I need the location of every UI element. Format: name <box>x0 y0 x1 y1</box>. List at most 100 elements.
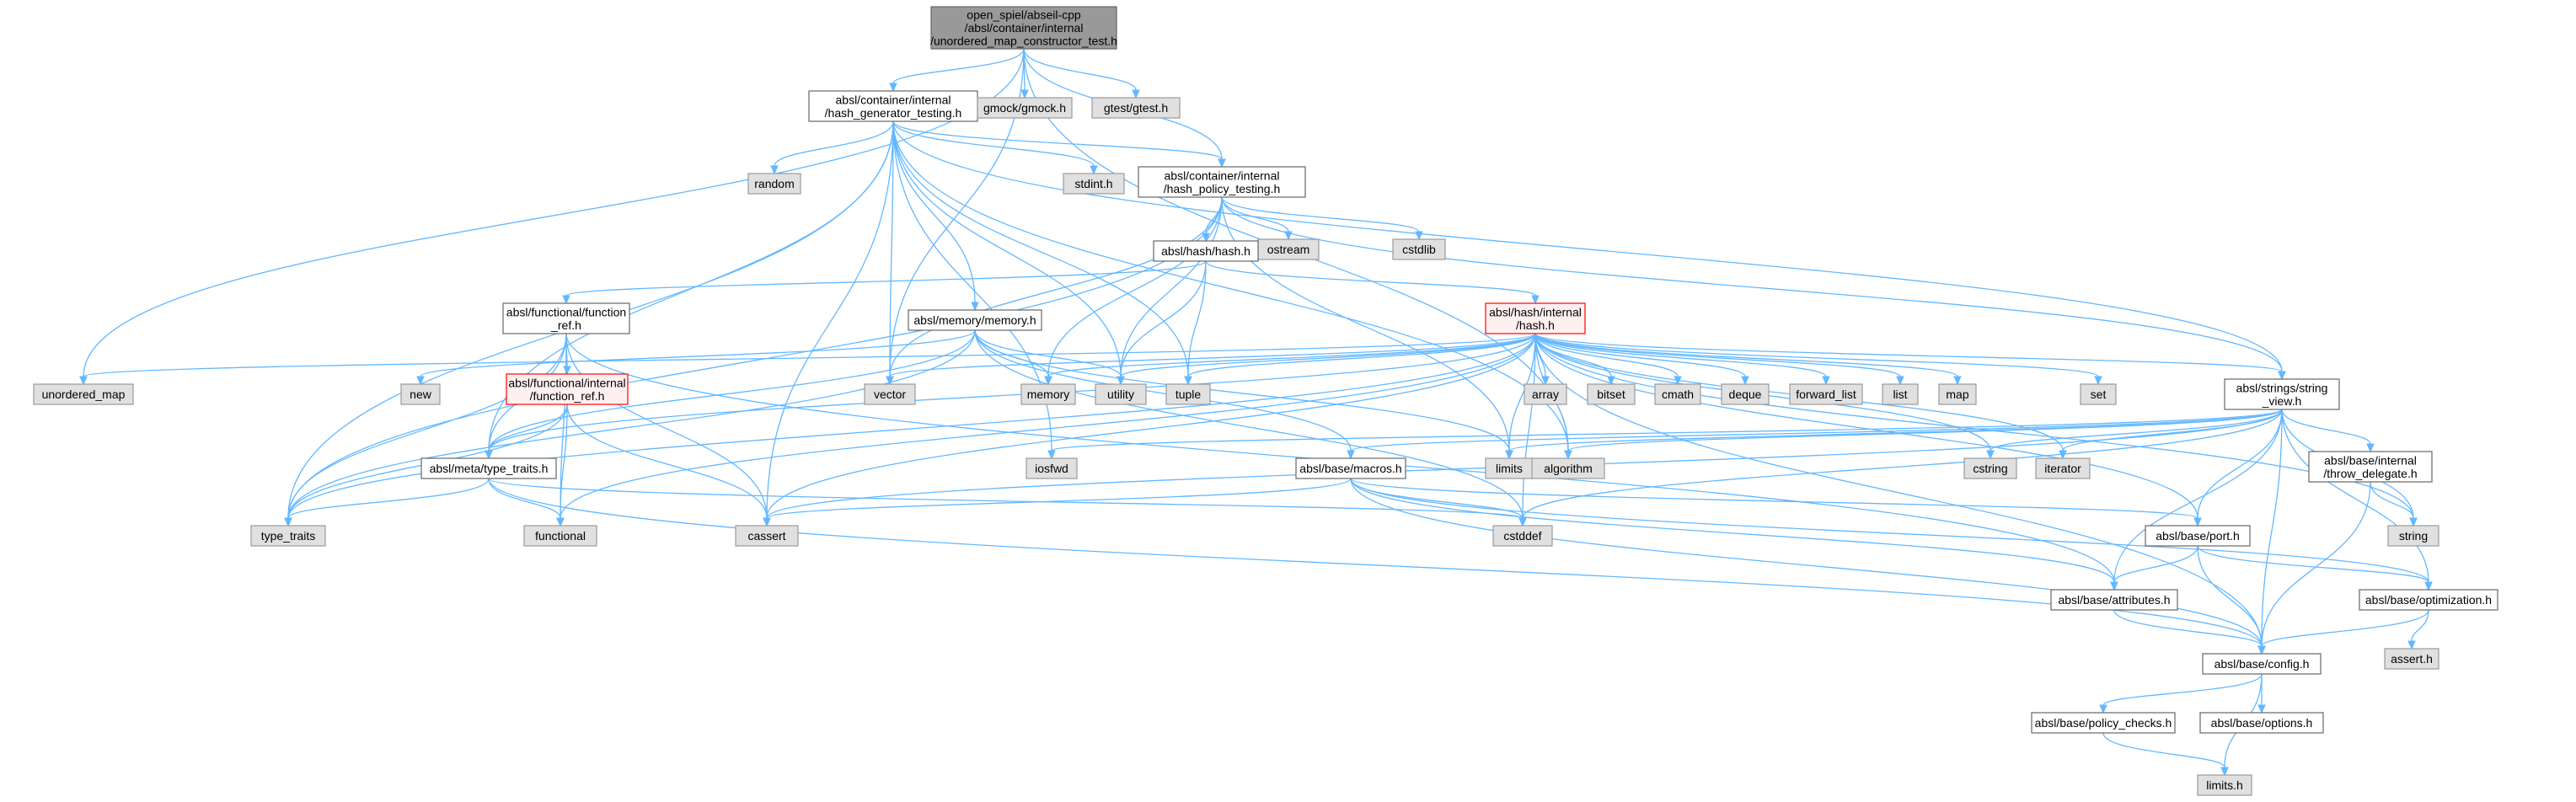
edge-internal_hash-to-functional <box>556 333 1536 527</box>
node-box <box>735 525 799 547</box>
edge-gen-to-type_traits_h <box>485 120 894 460</box>
edge-internal_hash-to-tuple <box>1184 333 1536 386</box>
node-string_view[interactable]: absl/strings/string_view.h <box>2224 378 2340 410</box>
node-box <box>1138 166 1306 198</box>
node-label: random <box>754 177 794 190</box>
node-box <box>1095 383 1147 405</box>
edge-optimization-to-assert_h <box>2407 609 2429 650</box>
node-array: array <box>1524 383 1567 405</box>
edge-string_view-to-throw_delegate <box>2281 409 2375 453</box>
node-attributes[interactable]: absl/base/attributes.h <box>2050 589 2178 611</box>
node-box <box>250 525 326 547</box>
node-box <box>2145 525 2251 547</box>
node-random: random <box>747 173 801 195</box>
node-box <box>1587 383 1636 405</box>
node-policy_checks[interactable]: absl/base/policy_checks.h <box>2031 712 2176 734</box>
edge-string_view-to-algorithm <box>1564 409 2283 460</box>
edge-hash_h-to-fnref <box>562 260 1207 305</box>
edge-policy_checks-to-limits_h <box>2102 732 2229 777</box>
node-label: absl/memory/memory.h <box>913 313 1036 327</box>
node-label: set <box>2091 388 2107 401</box>
node-cmath: cmath <box>1654 383 1701 405</box>
node-macros[interactable]: absl/base/macros.h <box>1295 457 1406 479</box>
node-label: absl/base/port.h <box>2156 529 2240 543</box>
node-throw_delegate[interactable]: absl/base/internal/throw_delegate.h <box>2308 451 2433 483</box>
edge-type_traits_h-to-type_traits <box>284 478 490 527</box>
edge-internal_hash-to-type_traits_h <box>485 333 1536 460</box>
node-box <box>1063 173 1125 195</box>
node-label: _ref.h <box>550 318 581 332</box>
node-config[interactable]: absl/base/config.h <box>2202 653 2322 675</box>
edge-gen-to-string_view <box>892 120 2286 381</box>
node-label: absl/base/options.h <box>2211 716 2313 730</box>
edge-internal_hash-to-utility <box>1117 333 1536 386</box>
node-box <box>2384 648 2439 670</box>
edge-fnref_int-to-cassert <box>566 404 771 527</box>
node-label: absl/base/macros.h <box>1299 462 1401 475</box>
node-label: /throw_delegate.h <box>2323 467 2417 480</box>
edge-policy-to-limits <box>1221 196 1513 460</box>
node-fnref_int[interactable]: absl/functional/internal/function_ref.h <box>506 373 629 405</box>
node-iterator: iterator <box>2035 457 2091 479</box>
node-box <box>977 97 1073 119</box>
edge-gen-to-stdint <box>892 120 1098 175</box>
edge-macros-to-config <box>1350 478 2266 655</box>
node-port[interactable]: absl/base/port.h <box>2145 525 2251 547</box>
node-deque: deque <box>1721 383 1770 405</box>
node-unordered_map: unordered_map <box>33 383 134 405</box>
node-optimization[interactable]: absl/base/optimization.h <box>2359 589 2498 611</box>
edge-internal_hash-to-string_view <box>1534 333 2286 381</box>
node-label: absl/container/internal <box>836 93 951 106</box>
node-label: iterator <box>2044 462 2081 475</box>
edge-gen-to-memory_h <box>892 120 979 312</box>
node-gen[interactable]: absl/container/internal/hash_generator_t… <box>808 90 978 122</box>
node-memory: memory <box>1020 383 1076 405</box>
node-box <box>930 6 1117 50</box>
edge-macros-to-port <box>1350 478 2202 527</box>
node-box <box>2050 589 2178 611</box>
node-box <box>506 373 629 405</box>
node-box <box>2035 457 2091 479</box>
node-box <box>2031 712 2176 734</box>
node-fnref[interactable]: absl/functional/function_ref.h <box>502 302 630 334</box>
edges-layer <box>79 48 2433 777</box>
node-label: absl/base/policy_checks.h <box>2035 716 2172 730</box>
node-type_traits_h[interactable]: absl/meta/type_traits.h <box>420 457 557 479</box>
node-gtest: gtest/gtest.h <box>1091 97 1181 119</box>
edge-fnref-to-cassert <box>565 333 771 527</box>
node-label: absl/functional/function <box>506 305 626 318</box>
node-box <box>1721 383 1770 405</box>
node-label: stdint.h <box>1074 177 1112 190</box>
edge-internal_hash-to-map <box>1534 333 1962 386</box>
node-label: bitset <box>1597 388 1625 401</box>
node-internal_hash[interactable]: absl/hash/internal/hash.h <box>1485 302 1586 334</box>
node-policy[interactable]: absl/container/internal/hash_policy_test… <box>1138 166 1306 198</box>
edge-internal_hash-to-list <box>1534 333 1904 386</box>
node-label: ostream <box>1267 243 1310 256</box>
node-label: absl/container/internal <box>1165 168 1280 182</box>
node-hash_h[interactable]: absl/hash/hash.h <box>1153 240 1259 262</box>
node-label: iosfwd <box>1035 462 1068 475</box>
node-memory_h[interactable]: absl/memory/memory.h <box>908 309 1042 331</box>
node-options[interactable]: absl/base/options.h <box>2199 712 2324 734</box>
node-label: new <box>410 388 432 401</box>
edge-internal_hash-to-forward_list <box>1534 333 1830 386</box>
node-label: /hash.h <box>1516 318 1555 332</box>
node-label: absl/functional/internal <box>508 376 625 389</box>
edge-policy-to-ostream <box>1221 196 1293 241</box>
node-label: absl/hash/hash.h <box>1161 244 1251 258</box>
node-box <box>1091 97 1181 119</box>
node-box <box>1485 457 1534 479</box>
edge-string_view-to-macros <box>1347 409 2283 460</box>
node-root[interactable]: open_spiel/abseil-cpp/absl/container/int… <box>930 6 1117 50</box>
node-cstddef: cstddef <box>1492 525 1553 547</box>
node-box <box>1963 457 2017 479</box>
edge-throw_delegate-to-string <box>2370 481 2418 527</box>
node-label: array <box>1532 388 1559 401</box>
node-box <box>502 302 630 334</box>
node-label: absl/base/internal <box>2324 453 2417 467</box>
node-label: cassert <box>747 529 785 543</box>
edge-config-to-policy_checks <box>2099 673 2263 714</box>
node-set: set <box>2080 383 2117 405</box>
nodes-layer: open_spiel/abseil-cpp/absl/container/int… <box>33 6 2498 796</box>
